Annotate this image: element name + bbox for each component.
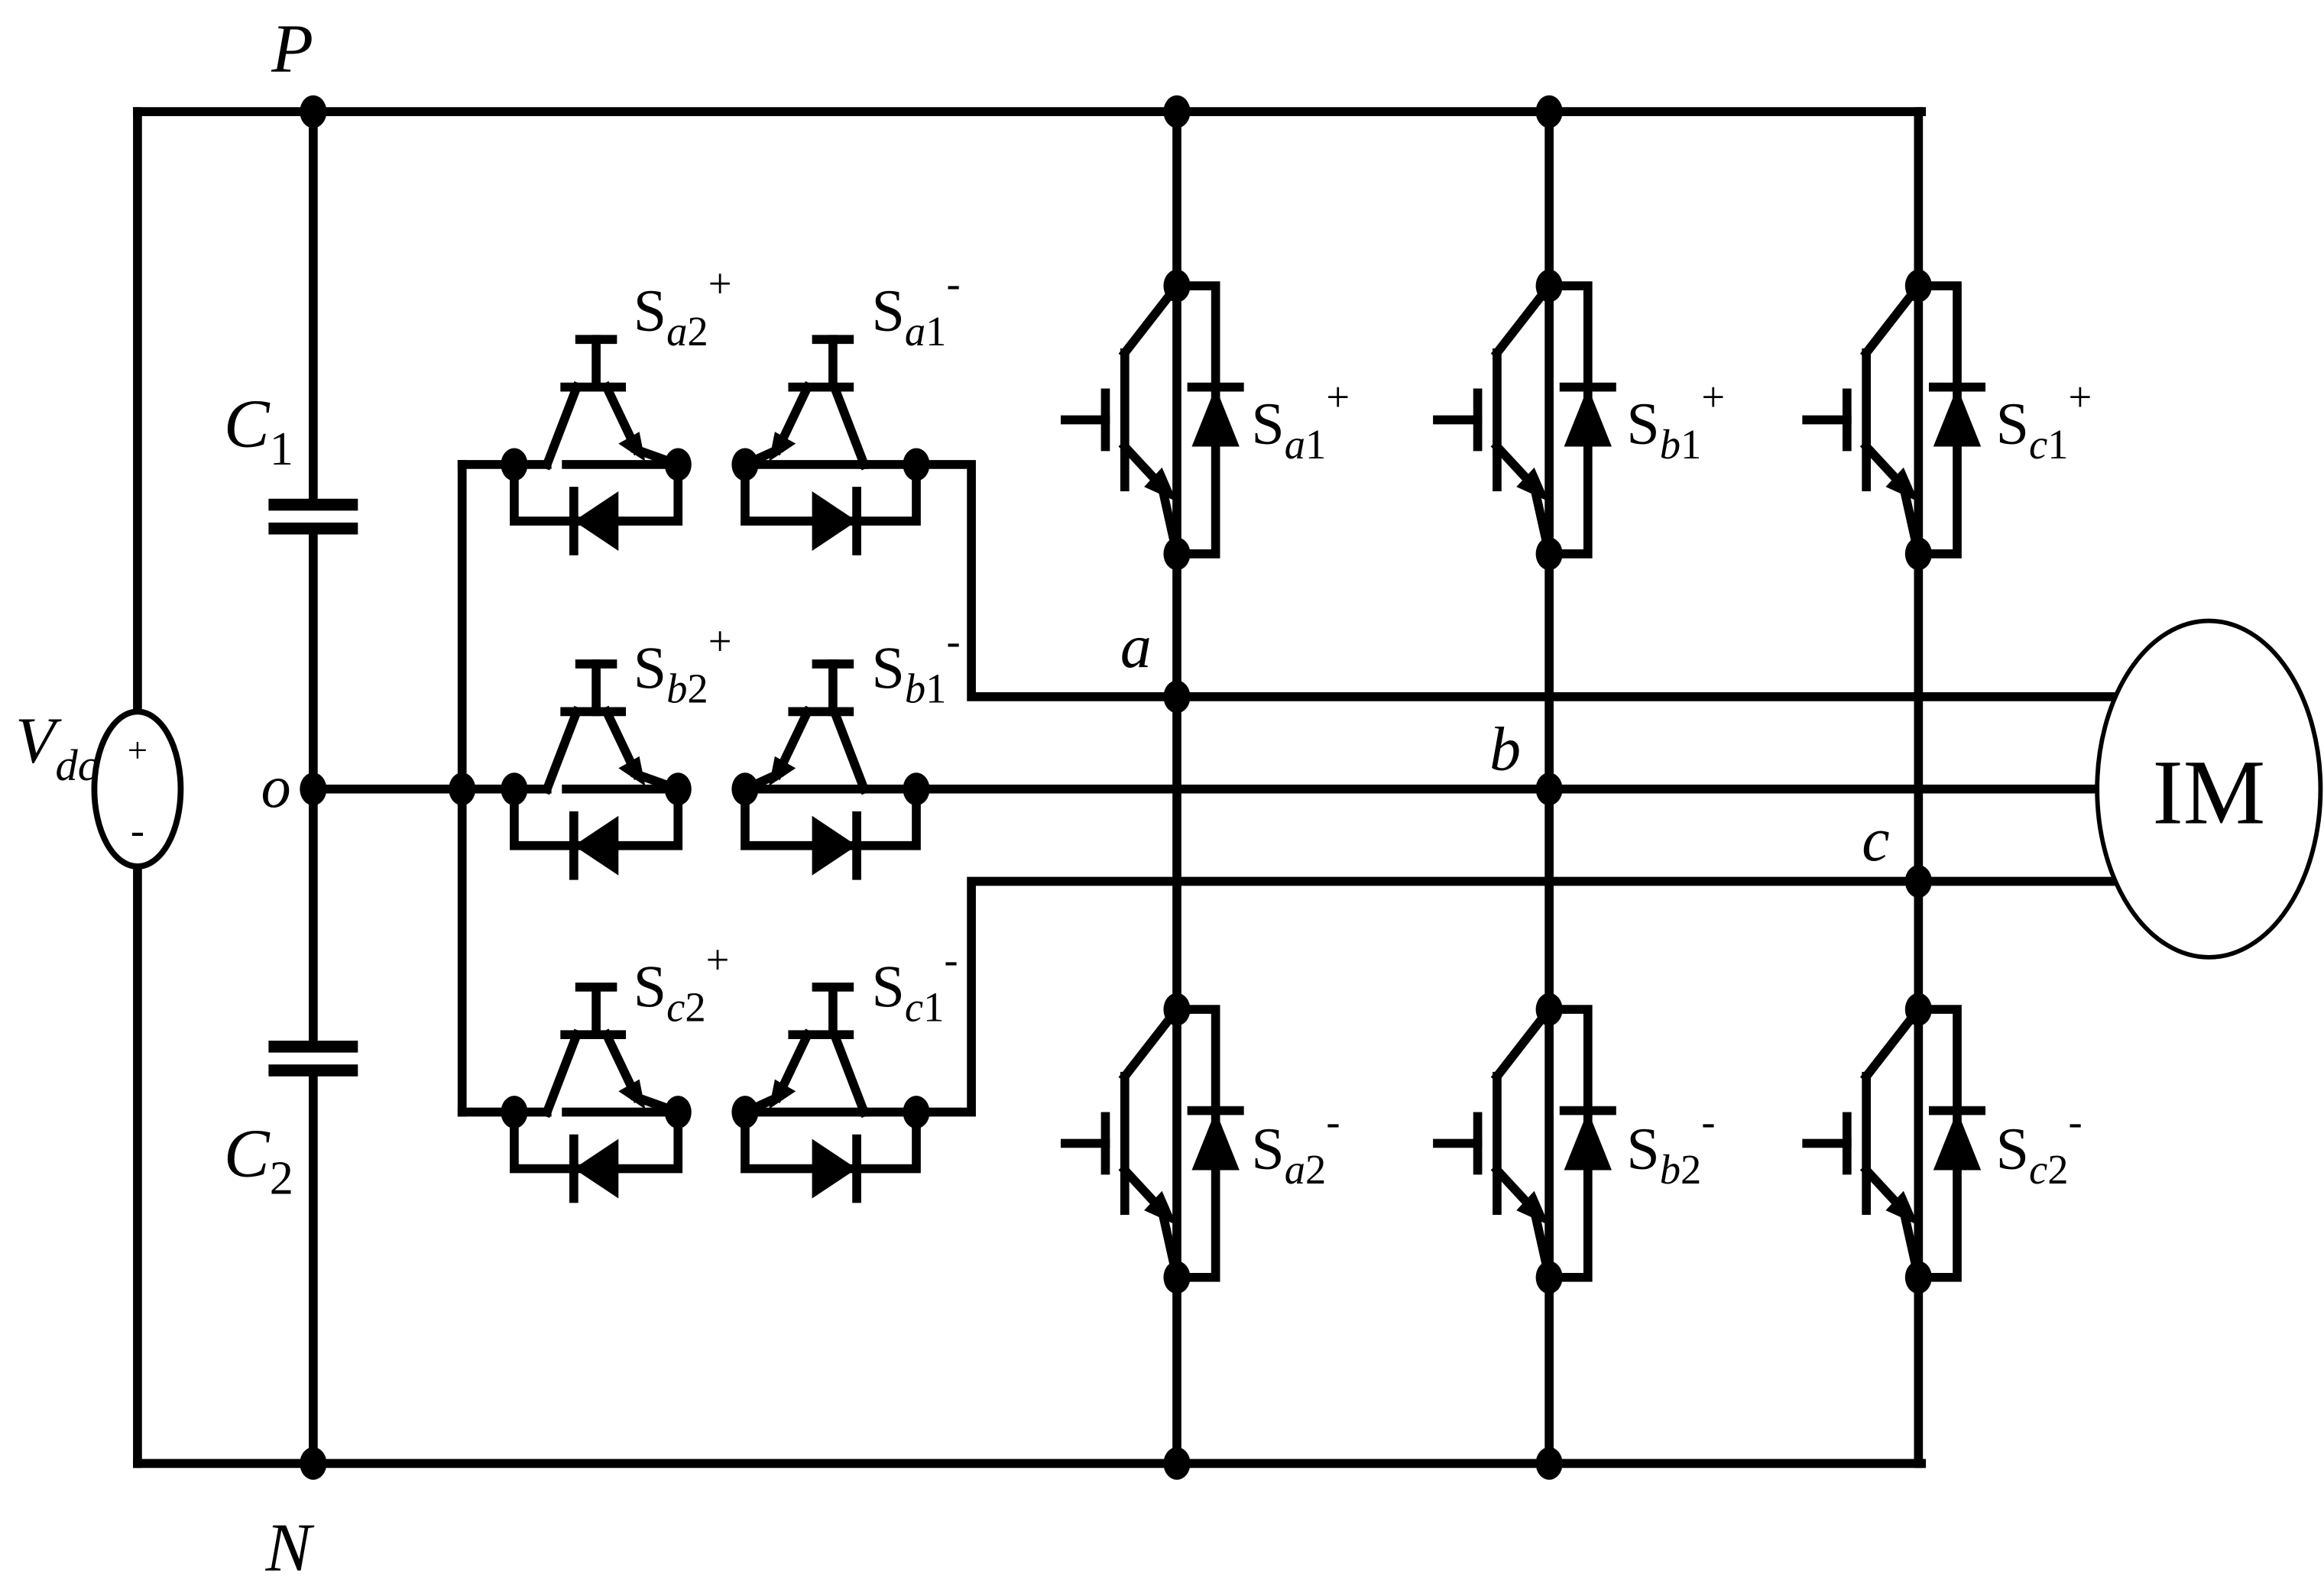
- capacitor-c2-plate-top: [268, 1041, 358, 1053]
- junction-dots: [300, 95, 1932, 1480]
- junction-top-leg-a: [1163, 95, 1191, 128]
- node-a-label: a: [1120, 611, 1152, 681]
- bidirectional-switch-b: Sb2+ Sb1-: [501, 617, 961, 875]
- igbt-upper-b: Sb1+: [1438, 270, 1725, 571]
- junction-node-b: [1535, 772, 1563, 806]
- node-b-label: b: [1489, 714, 1521, 783]
- junction-p: [300, 95, 327, 128]
- igbt-sa1-plus-label: Sa1+: [1251, 374, 1350, 468]
- dc-source-label: Vdc: [15, 704, 98, 790]
- node-c-label: c: [1862, 805, 1889, 874]
- node-n-label: N: [265, 1511, 315, 1586]
- capacitors: C1 C2: [224, 387, 358, 1205]
- node-p-label: P: [271, 11, 313, 87]
- switch-sa2-plus-label: Sa2+: [634, 261, 732, 355]
- bidirectional-switch-a: Sa2+ Sa1-: [501, 261, 961, 551]
- igbt-sc1-plus-label: Sc1+: [1996, 374, 2092, 468]
- igbt-upper-a: Sa1+: [1065, 270, 1350, 571]
- igbt-sb1-plus-label: Sb1+: [1626, 374, 1725, 468]
- switch-sb1-minus-label: Sb1-: [872, 617, 961, 711]
- junction-node-c: [1904, 865, 1932, 898]
- junction-bottom-leg-a: [1163, 1446, 1191, 1480]
- capacitor-c1-plate-bottom: [268, 522, 358, 535]
- junction-top-leg-b: [1535, 95, 1563, 128]
- capacitor-c1-plate-top: [268, 498, 358, 511]
- bidirectional-switch-c: Sc2+ Sc1-: [501, 936, 958, 1198]
- dc-source: + - Vdc: [15, 704, 184, 869]
- junction-o: [300, 772, 327, 806]
- capacitor-c2-plate-bottom: [268, 1064, 358, 1077]
- dc-source-minus: -: [131, 807, 144, 853]
- switch-sc2-plus-label: Sc2+: [634, 936, 730, 1030]
- igbt-lower-a: Sa2-: [1065, 993, 1340, 1294]
- capacitor-c1-label: C1: [224, 387, 293, 475]
- motor-label: IM: [2152, 742, 2265, 844]
- igbt-upper-c: Sc1+: [1807, 270, 2092, 571]
- dc-source-plus: +: [128, 731, 147, 771]
- switch-sb2-plus-label: Sb2+: [634, 617, 732, 711]
- igbt-lower-c: Sc2-: [1807, 993, 2083, 1294]
- igbt-sb2-minus-label: Sb2-: [1626, 1099, 1715, 1193]
- switch-sa1-minus-label: Sa1-: [872, 261, 961, 355]
- junction-bottom-leg-b: [1535, 1446, 1563, 1480]
- dc-source-symbol: [91, 708, 184, 869]
- switch-c-to-phase-c: [912, 876, 2120, 1117]
- switch-sc1-minus-label: Sc1-: [872, 936, 958, 1030]
- junction-n: [300, 1446, 327, 1480]
- junction-neutral-bus: [449, 772, 476, 806]
- motor-symbol: [2095, 618, 2323, 960]
- igbt-sa2-minus-label: Sa2-: [1251, 1099, 1340, 1193]
- junction-node-a: [1163, 680, 1191, 714]
- switch-a-to-phase-a: [912, 460, 2120, 701]
- node-o-label: o: [261, 754, 291, 820]
- wiring: [133, 107, 2120, 1469]
- induction-motor: IM: [2095, 618, 2323, 960]
- igbt-lower-b: Sb2-: [1438, 993, 1716, 1294]
- capacitor-c2-label: C2: [224, 1116, 293, 1204]
- igbt-sc2-minus-label: Sc2-: [1996, 1099, 2083, 1193]
